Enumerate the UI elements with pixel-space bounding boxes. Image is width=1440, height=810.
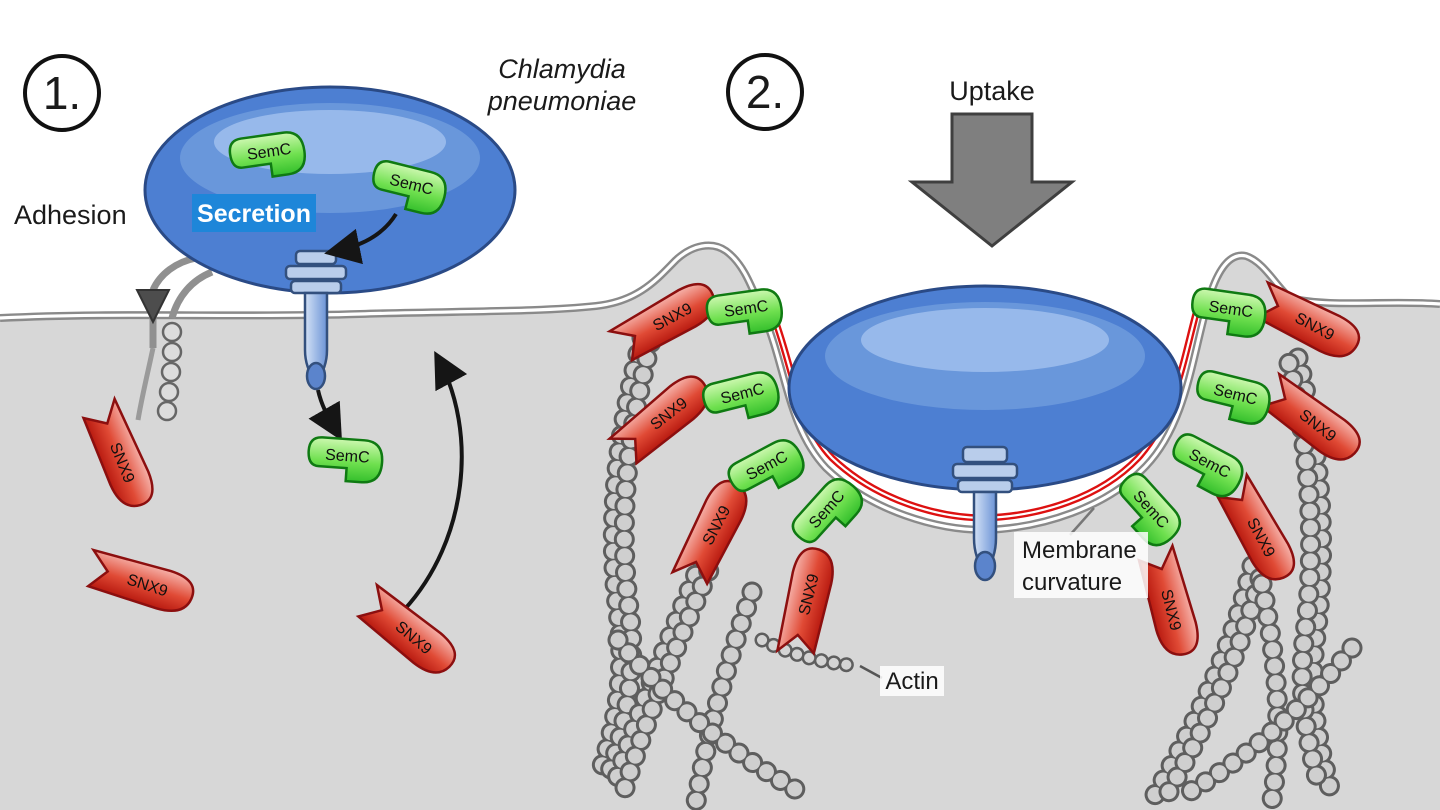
secretion-needle-panel2 — [951, 445, 1019, 582]
step-1-number: 1. — [43, 67, 81, 119]
bacterium-panel2 — [787, 284, 1183, 492]
organism-name-line1: Chlamydia — [498, 54, 626, 84]
secretion-needle-panel1 — [284, 249, 348, 391]
uptake-label: Uptake — [949, 76, 1035, 106]
adhesion-pin-head — [135, 289, 171, 325]
step-2-number: 2. — [746, 66, 784, 118]
secretion-path-arrow — [324, 212, 398, 265]
membrane-curvature-label-group: Membrane curvature — [1014, 507, 1148, 598]
organism-name-line2: pneumoniae — [487, 86, 637, 116]
adhesion-bead-chain — [156, 321, 183, 422]
step-2-badge: 2. — [726, 53, 804, 131]
membrane-curvature-line1: Membrane — [1022, 537, 1137, 564]
actin-label: Actin — [885, 668, 938, 695]
snx9-recruitment-arrow — [402, 350, 468, 612]
adhesion-label: Adhesion — [14, 200, 127, 230]
actin-label-group: Actin — [859, 664, 944, 696]
plasma-membrane — [0, 241, 1440, 535]
membrane-curvature-line2: curvature — [1022, 569, 1122, 596]
secretion-label: Secretion — [197, 200, 311, 228]
step-1-badge: 1. — [23, 54, 101, 132]
uptake-arrow — [907, 112, 1077, 248]
secretion-badge: Secretion — [192, 194, 316, 232]
needle-exit-arrow — [308, 389, 342, 441]
